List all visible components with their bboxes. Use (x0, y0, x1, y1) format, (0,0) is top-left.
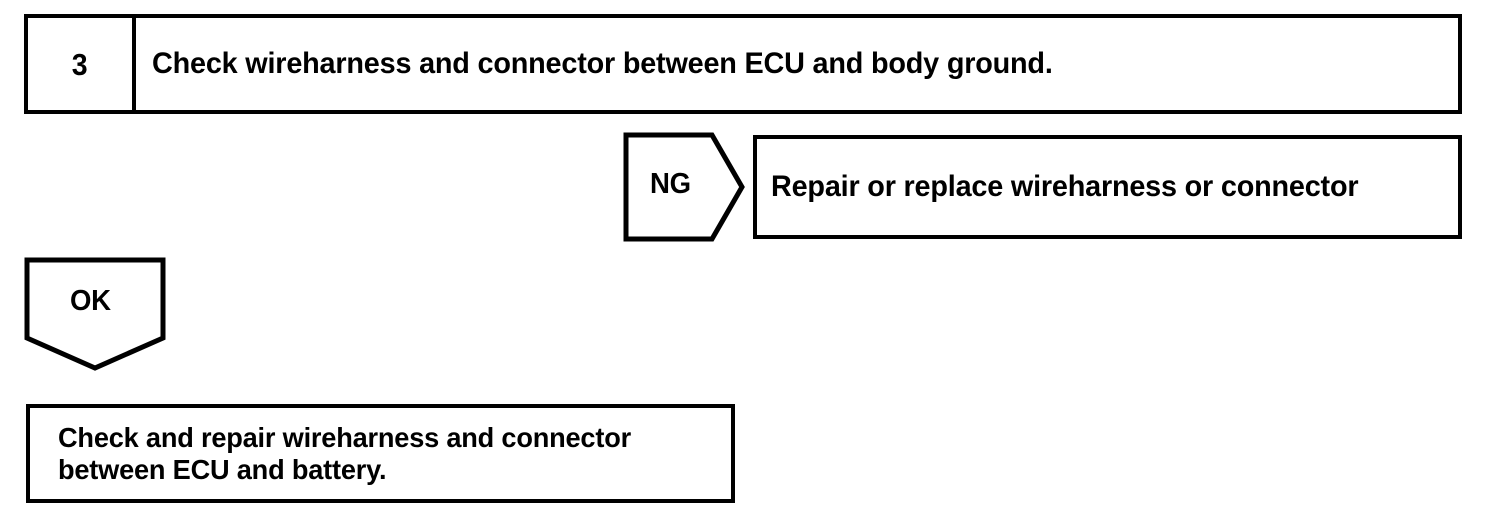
ok-action-text-line2: between ECU and battery. (58, 453, 387, 485)
ng-arrow-shape (623, 132, 745, 242)
ng-action-box: Repair or replace wireharness or connect… (753, 135, 1462, 239)
ok-action-text-line1: Check and repair wireharness and connect… (58, 422, 631, 454)
step-instruction-cell: Check wireharness and connector between … (136, 18, 1458, 110)
ng-action-text: Repair or replace wireharness or connect… (771, 170, 1359, 204)
ng-branch-label: NG (650, 168, 691, 200)
step-row: 3 Check wireharness and connector betwee… (24, 14, 1462, 114)
step-instruction-text: Check wireharness and connector between … (152, 47, 1053, 81)
ok-action-box: Check and repair wireharness and connect… (26, 404, 735, 503)
step-number-cell: 3 (28, 18, 136, 110)
ok-arrow-shape (24, 257, 166, 371)
ok-branch-label: OK (70, 285, 111, 317)
step-number: 3 (72, 46, 88, 82)
